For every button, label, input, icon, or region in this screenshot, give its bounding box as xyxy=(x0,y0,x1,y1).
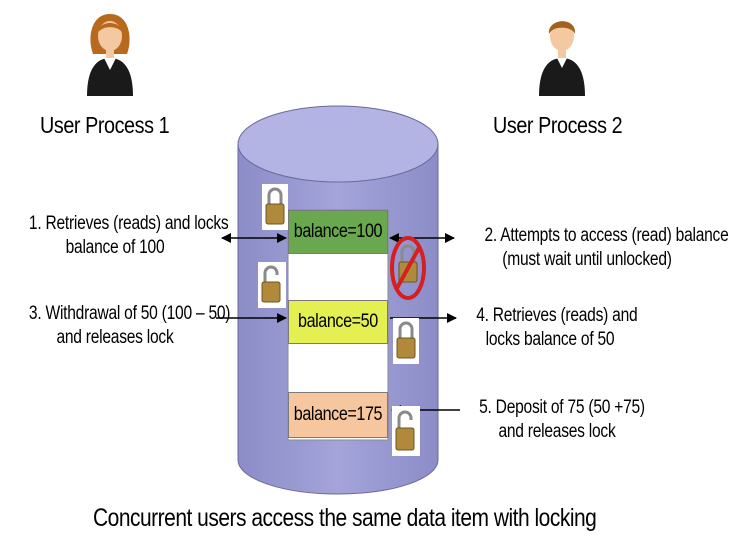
record-balance-100: balance=100 xyxy=(288,210,388,254)
user-process-1-label: User Process 1 xyxy=(40,112,170,138)
step-5-line-1: 5. Deposit of 75 (50 +75) xyxy=(479,397,645,418)
step-4-text: 4. Retrieves (reads) and locks balance o… xyxy=(476,304,638,352)
closed-lock-icon-2 xyxy=(393,318,419,364)
step-1-line-2: balance of 100 xyxy=(65,237,165,258)
record-balance-50: balance=50 xyxy=(288,300,388,344)
step-1-text: 1. Retrieves (reads) and locks balance o… xyxy=(28,212,229,260)
female-user-icon xyxy=(87,14,133,96)
record-balance-175-label: balance=175 xyxy=(293,404,383,425)
step-3-line-2: and releases lock xyxy=(56,327,174,348)
open-lock-icon-2 xyxy=(392,406,420,456)
step-4-line-1: 4. Retrieves (reads) and xyxy=(476,305,638,326)
record-balance-100-label: balance=100 xyxy=(293,221,383,242)
step-2-text: 2. Attempts to access (read) balance (mu… xyxy=(484,224,729,272)
record-balance-175: balance=175 xyxy=(288,392,388,438)
step-2-line-1: 2. Attempts to access (read) balance xyxy=(484,225,729,246)
step-1-line-1: 1. Retrieves (reads) and locks xyxy=(28,213,229,234)
step-3-text: 3. Withdrawal of 50 (100 – 50) and relea… xyxy=(28,302,231,350)
step-5-line-2: and releases lock xyxy=(498,421,616,442)
open-lock-icon xyxy=(258,262,286,308)
user-process-2-label: User Process 2 xyxy=(493,112,623,138)
closed-lock-icon xyxy=(262,184,288,230)
step-4-line-2: locks balance of 50 xyxy=(485,329,615,350)
step-2-line-2: (must wait until unlocked) xyxy=(502,249,672,270)
diagram-caption: Concurrent users access the same data it… xyxy=(93,504,597,532)
step-5-text: 5. Deposit of 75 (50 +75) and releases l… xyxy=(479,396,645,444)
step-3-line-1: 3. Withdrawal of 50 (100 – 50) xyxy=(28,303,231,324)
record-balance-50-label: balance=50 xyxy=(298,311,378,332)
male-user-icon xyxy=(539,21,585,96)
blocked-lock-icon xyxy=(390,236,426,300)
